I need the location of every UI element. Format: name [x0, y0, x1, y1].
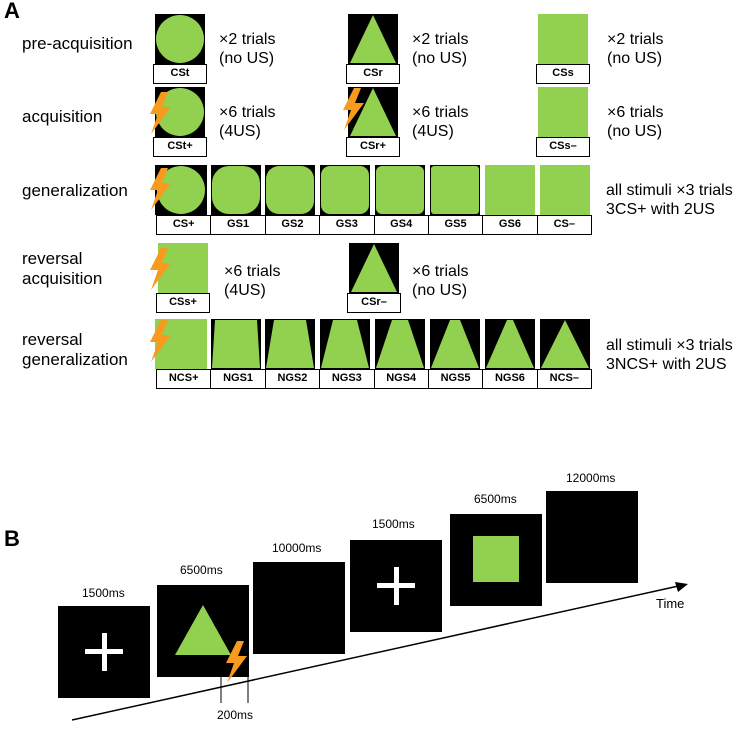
trials-css: ×2 trials (no US): [607, 31, 664, 67]
generalization-label-row: CS+ GS1 GS2 GS3 GS4 GS5 GS6 CS–: [156, 215, 592, 235]
duration-label: 6500ms: [474, 492, 517, 506]
us-duration-label: 200ms: [217, 708, 254, 722]
stimulus-label: NGS5: [427, 370, 482, 388]
trials-reversal-generalization: all stimuli ×3 trials 3NCS+ with 2US: [606, 337, 733, 373]
trials-css-plus: ×6 trials (4US): [224, 263, 281, 299]
square-stimulus: [473, 536, 519, 582]
trials-cst: ×2 trials (no US): [219, 31, 276, 67]
duration-label: 1500ms: [372, 517, 415, 531]
duration-label: 6500ms: [180, 563, 223, 577]
stimulus-label: NCS+: [168, 372, 199, 384]
panel-a-letter: A: [4, 0, 20, 23]
stimulus-label-csr: CSr: [346, 64, 400, 84]
stimulus-label-cst: CSt: [153, 64, 207, 84]
stimulus-label: GS6: [482, 216, 536, 234]
stimulus-label: GS3: [319, 216, 373, 234]
trials-css-minus: ×6 trials (no US): [607, 104, 664, 140]
stimulus-label: NGS1: [210, 370, 264, 388]
duration-label: 12000ms: [566, 471, 616, 485]
stimulus-label-css-plus: CSs+: [156, 293, 210, 313]
reversal-generalization-label-row: NCS+ NGS1 NGS2 NGS3 NGS4 NGS5 NGS6 NCS–: [156, 369, 592, 389]
stimulus-label: NGS3: [319, 370, 373, 388]
stimulus-label: GS2: [264, 216, 319, 234]
trials-csr-plus: ×6 trials (4US): [412, 104, 469, 140]
fixation-screen: [58, 606, 150, 698]
panel-b-letter: B: [4, 526, 20, 551]
trials-generalization: all stimuli ×3 trials 3CS+ with 2US: [606, 182, 733, 218]
stimulus-screen: [450, 514, 542, 606]
stimulus-csr: [348, 14, 398, 64]
phase-reversal-acquisition: reversal acquisition: [22, 249, 103, 288]
fixation-cross-icon: [85, 633, 123, 671]
stimulus-csr-minus: [349, 243, 399, 293]
stimulus-label-css: CSs: [536, 64, 590, 84]
stimulus-css: [538, 14, 588, 64]
stimulus-label: GS5: [427, 216, 482, 234]
fixation-cross-icon: [377, 567, 415, 605]
stimulus-label: GS4: [373, 216, 428, 234]
phase-generalization: generalization: [22, 181, 128, 200]
stimulus-label-css-minus: CSs–: [536, 137, 590, 157]
stimulus-label-cst-plus: CSt+: [153, 137, 207, 157]
blank-screen: [546, 491, 638, 583]
reversal-generalization-stimuli: [155, 319, 590, 369]
stimulus-label: NGS4: [373, 370, 428, 388]
blank-screen: [253, 562, 345, 654]
time-label: Time: [656, 596, 685, 611]
us-duration-bracket: [220, 675, 249, 703]
stimulus-label: NGS6: [482, 370, 536, 388]
stimulus-label-csr-plus: CSr+: [346, 137, 400, 157]
phase-pre-acquisition: pre-acquisition: [22, 34, 133, 53]
trials-cst-plus: ×6 trials (4US): [219, 104, 276, 140]
trials-csr-minus: ×6 trials (no US): [412, 263, 469, 299]
stimulus-label: NGS2: [264, 370, 319, 388]
duration-label: 10000ms: [272, 541, 322, 555]
phase-acquisition: acquisition: [22, 107, 103, 126]
stimulus-cst: [155, 14, 205, 64]
stimulus-label: CS+: [172, 218, 195, 230]
trials-csr: ×2 trials (no US): [412, 31, 469, 67]
stimulus-label-csr-minus: CSr–: [347, 293, 401, 313]
phase-reversal-generalization: reversal generalization: [22, 330, 128, 369]
triangle-stimulus: [175, 605, 231, 655]
fixation-screen: [350, 540, 442, 632]
stimulus-label: GS1: [210, 216, 264, 234]
stimulus-label: NCS–: [536, 370, 591, 388]
duration-label: 1500ms: [82, 586, 125, 600]
generalization-stimuli: [155, 165, 590, 215]
stimulus-label: CS–: [536, 216, 591, 234]
stimulus-css-minus: [538, 87, 588, 137]
